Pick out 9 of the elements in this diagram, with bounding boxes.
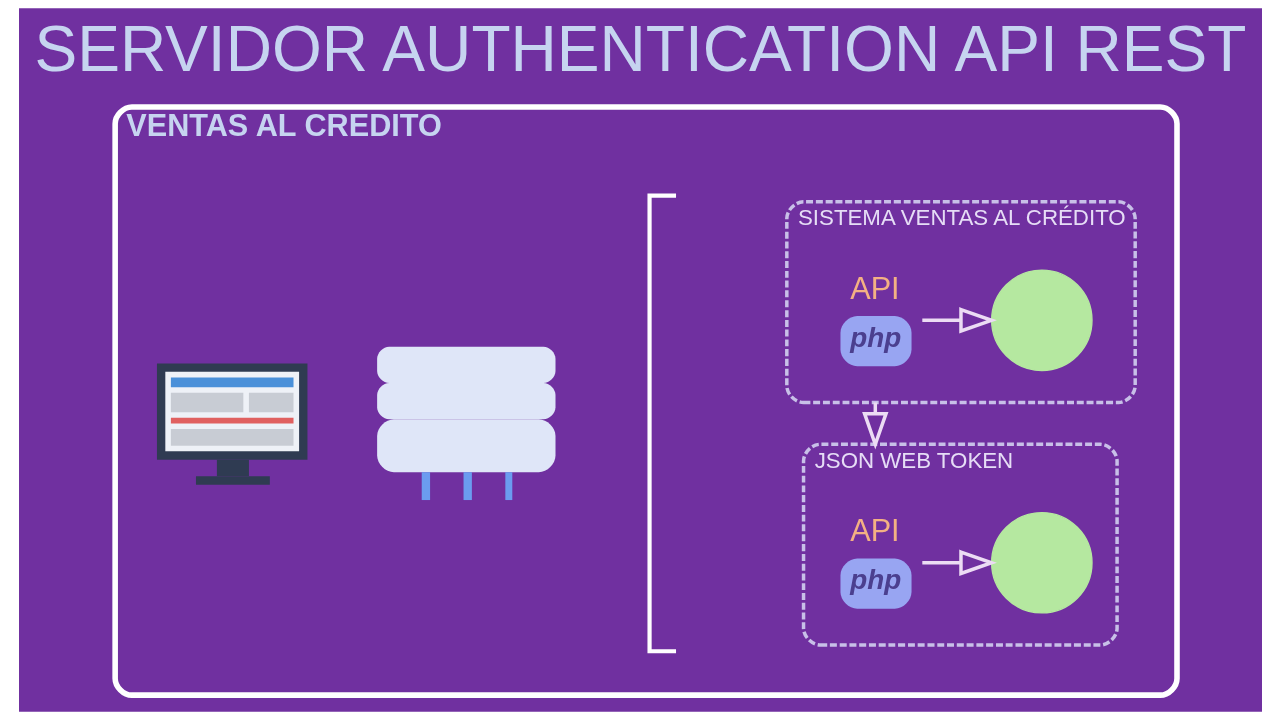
node-box: php xyxy=(839,558,912,609)
node-label: API xyxy=(849,270,900,305)
arrow xyxy=(921,307,997,334)
diagram-title: SERVIDOR AUTHENTICATION API REST xyxy=(33,12,1247,85)
node-label: API xyxy=(849,513,900,548)
node-circle xyxy=(990,511,1093,614)
node-box: php xyxy=(839,316,912,367)
node-circle xyxy=(990,269,1093,372)
arrow xyxy=(921,549,997,576)
